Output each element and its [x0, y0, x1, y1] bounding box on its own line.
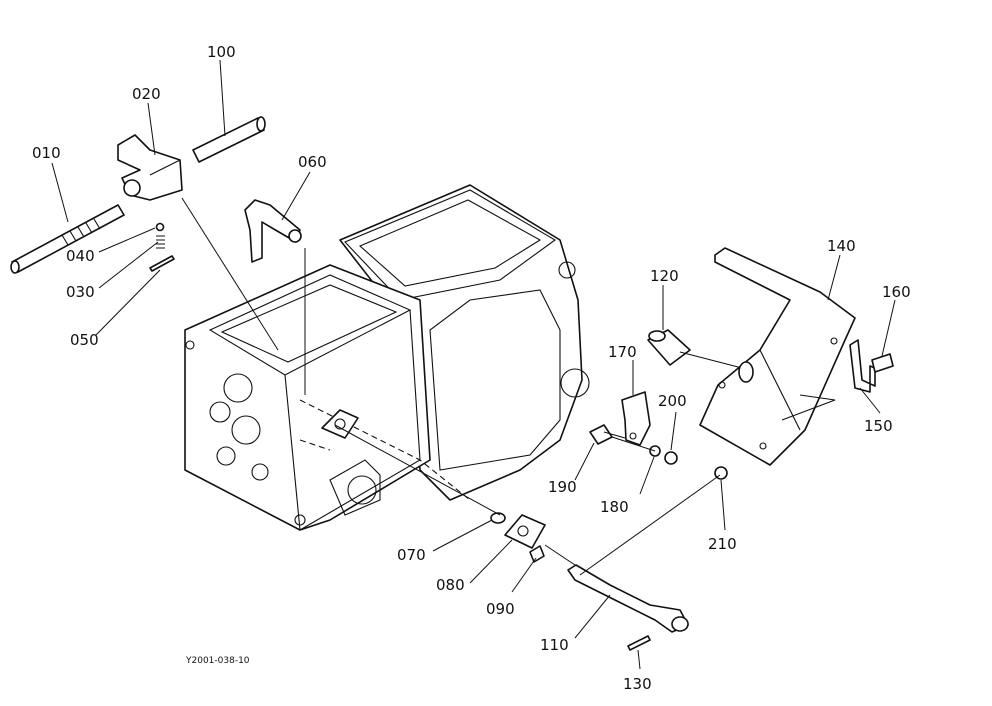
label-160: 160: [882, 283, 911, 301]
shift-shaft-010: [10, 204, 125, 274]
label-110: 110: [540, 636, 569, 654]
cover-140: [699, 247, 856, 466]
label-140: 140: [827, 237, 856, 255]
assembly-lines: [181, 197, 721, 576]
label-leaders: [51, 59, 896, 670]
knob-120: [647, 329, 754, 383]
bolt-190: [589, 424, 613, 445]
drawing-code: Y2001-038-10: [185, 656, 250, 666]
label-020: 020: [132, 85, 161, 103]
shift-arm-060: [244, 199, 302, 263]
label-120: 120: [650, 267, 679, 285]
label-090: 090: [486, 600, 515, 618]
clip-150: [849, 339, 894, 393]
label-150: 150: [864, 417, 893, 435]
ball-040: [155, 222, 165, 232]
label-190: 190: [548, 478, 577, 496]
rod-100: [192, 116, 266, 163]
bolt-160: [871, 353, 894, 373]
o-ring-070: [490, 512, 506, 524]
label-200: 200: [658, 392, 687, 410]
label-040: 040: [66, 247, 95, 265]
washer-200: [664, 451, 678, 465]
flange-080: [504, 514, 546, 549]
shift-fork-020: [117, 134, 183, 201]
label-050: 050: [70, 331, 99, 349]
label-060: 060: [298, 153, 327, 171]
bracket-170: [589, 391, 728, 480]
bolt-090: [529, 545, 545, 563]
pin-130: [627, 635, 651, 651]
seal-parts: [321, 409, 546, 563]
part-labels: 010 020 030 040 050 060 070 080 090 100 …: [32, 43, 911, 693]
label-100: 100: [207, 43, 236, 61]
label-210: 210: [708, 535, 737, 553]
pin-050: [149, 255, 175, 272]
spring-030: [156, 235, 165, 249]
label-130: 130: [623, 675, 652, 693]
label-180: 180: [600, 498, 629, 516]
detent-parts: [149, 222, 175, 272]
label-030: 030: [66, 283, 95, 301]
label-170: 170: [608, 343, 637, 361]
lever-110: [567, 564, 689, 651]
label-080: 080: [436, 576, 465, 594]
label-070: 070: [397, 546, 426, 564]
label-010: 010: [32, 144, 61, 162]
transmission-case: [184, 184, 590, 531]
